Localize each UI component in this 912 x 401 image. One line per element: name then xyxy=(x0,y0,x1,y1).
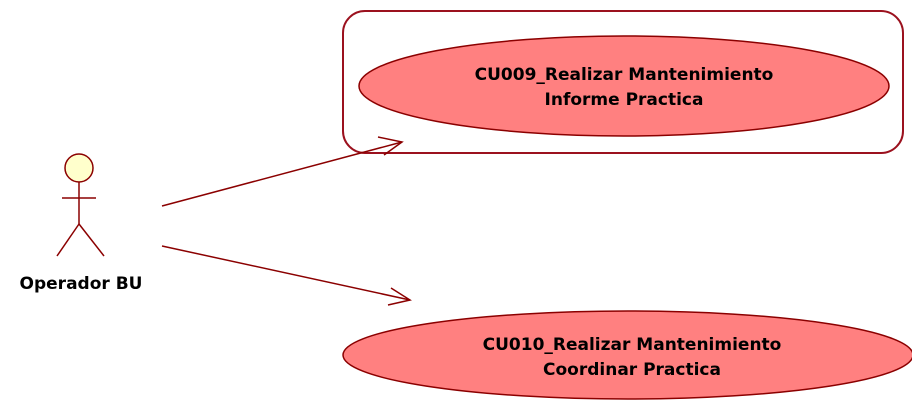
arrowhead-icon xyxy=(387,287,412,306)
actor-figure[interactable] xyxy=(56,153,105,257)
use-case-title-line2: Informe Practica xyxy=(545,90,704,110)
actor-right-leg xyxy=(78,223,105,257)
arrowhead-icon xyxy=(377,136,404,156)
actor-label: Operador BU xyxy=(20,274,143,294)
use-case-title-line1: CU009_Realizar Mantenimiento xyxy=(475,65,774,85)
actor-head-icon xyxy=(64,153,94,183)
use-case-ellipse xyxy=(342,310,912,400)
use-case-title-line2: Coordinar Practica xyxy=(543,360,721,380)
association-arrow-cu009[interactable] xyxy=(161,136,404,207)
use-case-ellipse xyxy=(358,35,890,137)
use-case-title-line1: CU010_Realizar Mantenimiento xyxy=(483,335,782,355)
system-boundary[interactable] xyxy=(342,10,904,154)
use-case-cu010[interactable]: CU010_Realizar Mantenimiento Coordinar P… xyxy=(342,310,912,400)
actor-left-leg xyxy=(56,223,80,257)
association-arrow-cu010[interactable] xyxy=(161,245,412,306)
use-case-cu009[interactable]: CU009_Realizar Mantenimiento Informe Pra… xyxy=(358,35,890,137)
